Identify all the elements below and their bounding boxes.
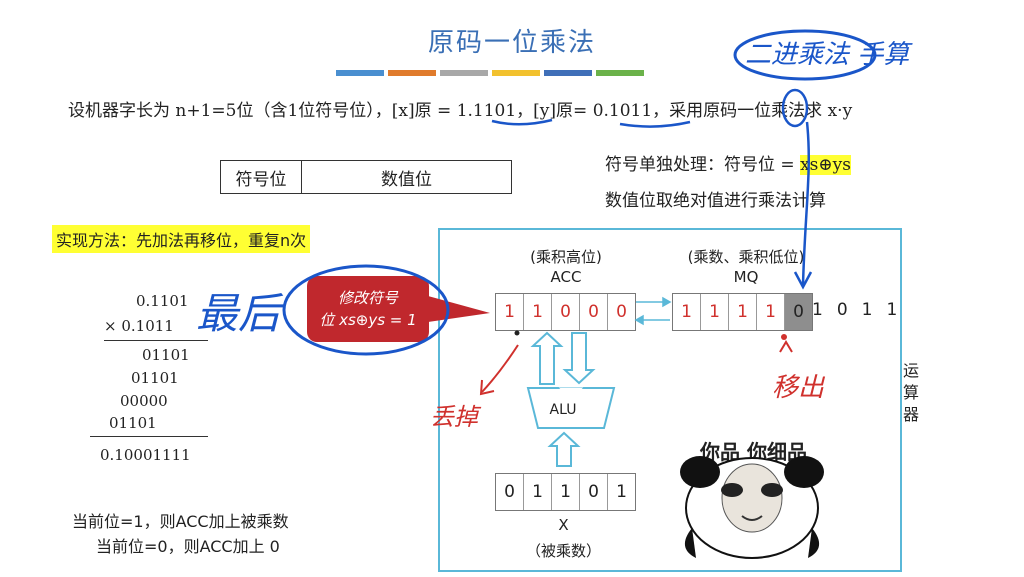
annotation-circle-y bbox=[781, 88, 809, 128]
color-bar-1 bbox=[336, 70, 384, 76]
mq-register: 1 1 1 1 0 bbox=[672, 293, 813, 331]
calc-result: 0.10001111 bbox=[100, 446, 191, 464]
annotation-left-text: 最后 bbox=[196, 289, 284, 338]
mq-bit-0: 1 bbox=[673, 294, 701, 330]
multiplier: × 0.1011 bbox=[104, 317, 174, 335]
alu-notch bbox=[558, 387, 584, 399]
x-label: X bbox=[558, 516, 569, 534]
sign-value-table: 符号位 数值位 bbox=[220, 160, 512, 194]
x-sublabel: （被乘数） bbox=[525, 542, 601, 560]
calc-divider-1 bbox=[104, 340, 208, 341]
mq-label-1: (乘数、乘积低位) bbox=[687, 248, 805, 266]
color-bar-2 bbox=[388, 70, 436, 76]
acc-bit-4: 0 bbox=[616, 302, 627, 322]
acc-bit-3: 0 bbox=[580, 294, 608, 330]
partial-product-3: 00000 bbox=[120, 392, 168, 410]
annotation-top-text: 二进乘法 手算 bbox=[745, 40, 913, 70]
color-bar-5 bbox=[544, 70, 592, 76]
bubble-line-1: 修改符号 bbox=[337, 289, 398, 307]
meme-face bbox=[680, 456, 824, 559]
method-note: 实现方法：先加法再移位，重复n次 bbox=[52, 225, 311, 253]
mq-shifted-bits: 1 0 1 1 bbox=[812, 300, 897, 320]
color-bar-6 bbox=[596, 70, 644, 76]
acc-bit-2: 0 bbox=[552, 294, 580, 330]
annotation-circle-top bbox=[733, 29, 877, 81]
x-bit-0: 0 bbox=[496, 474, 524, 510]
x-register: 0 1 1 0 1 bbox=[495, 473, 636, 511]
sign-formula-highlight: xs⊕ys bbox=[800, 155, 851, 175]
alu-label: ALU bbox=[550, 402, 577, 418]
modify-sign-bubble: 修改符号 位 xs⊕ys = 1 bbox=[307, 276, 429, 342]
sign-rule-text: 符号单独处理：符号位 = xs⊕ys bbox=[605, 155, 851, 175]
acc-drop-arrow bbox=[481, 344, 519, 393]
value-rule: 数值位取绝对值进行乘法计算 bbox=[605, 191, 826, 211]
alu-arrows bbox=[530, 331, 596, 467]
acc-label-1: (乘积高位) bbox=[530, 248, 602, 266]
operator-frame bbox=[438, 228, 902, 572]
shifted-bit-0: 1 bbox=[812, 300, 823, 320]
annotation-underline-1 bbox=[491, 118, 553, 126]
acc-label-2: ACC bbox=[550, 268, 582, 286]
x-bit-2: 1 bbox=[552, 474, 580, 510]
shifted-bit-3: 1 bbox=[886, 300, 898, 320]
page-title: 原码一位乘法 bbox=[427, 28, 596, 58]
acc-mq-arrows bbox=[634, 296, 672, 326]
x-bit-1: 1 bbox=[524, 474, 552, 510]
partial-product-4: 01101 bbox=[109, 414, 157, 432]
rule-bit-one: 当前位=1，则ACC加上被乘数 bbox=[72, 512, 289, 531]
shifted-bit-1: 0 bbox=[836, 300, 848, 320]
acc-bit-0: 1 bbox=[496, 294, 524, 330]
alu-shape bbox=[526, 387, 616, 429]
mq-bit-4: 0 bbox=[785, 294, 812, 330]
acc-bit-1: 1 bbox=[524, 294, 552, 330]
annotation-underline-2 bbox=[619, 120, 691, 128]
operator-label: 运算器 bbox=[903, 361, 920, 424]
mq-dot bbox=[781, 334, 787, 340]
problem-statement: 设机器字长为 n+1=5位（含1位符号位），[x]原 = 1.1101，[y]原… bbox=[68, 101, 853, 121]
multiplicand: 0.1101 bbox=[136, 292, 189, 310]
value-bits-cell: 数值位 bbox=[381, 169, 432, 190]
shifted-bit-2: 1 bbox=[861, 300, 873, 320]
acc-register: 1 1 0 0 0 bbox=[495, 293, 636, 331]
bubble-pointer bbox=[428, 296, 490, 322]
mq-bit-2: 1 bbox=[729, 294, 757, 330]
mq-bit-1: 1 bbox=[701, 294, 729, 330]
annotation-circle-bubble bbox=[282, 264, 450, 356]
sign-rule: 符号单独处理：符号位 = xs⊕ys bbox=[605, 150, 851, 175]
partial-product-2: 01101 bbox=[131, 369, 179, 387]
rule-bit-zero: 当前位=0，则ACC加上 0 bbox=[96, 537, 280, 556]
mq-bit-3: 1 bbox=[757, 294, 785, 330]
calc-divider-2 bbox=[90, 436, 208, 437]
bubble-line-2: 位 xs⊕ys = 1 bbox=[319, 311, 417, 329]
x-bit-3: 0 bbox=[580, 474, 608, 510]
annotation-acc-text: 丢掉 bbox=[430, 403, 482, 431]
color-bar-4 bbox=[492, 70, 540, 76]
mq-label-2: MQ bbox=[733, 268, 759, 286]
sign-bit-cell: 符号位 bbox=[221, 161, 302, 193]
partial-product-1: 01101 bbox=[142, 346, 190, 364]
acc-dot bbox=[514, 330, 520, 336]
x-bit-4: 1 bbox=[616, 482, 627, 502]
annotation-mq-text: 移出 bbox=[772, 373, 826, 403]
color-bars bbox=[336, 70, 644, 76]
color-bar-3 bbox=[440, 70, 488, 76]
annotation-arrow-down bbox=[801, 121, 811, 286]
